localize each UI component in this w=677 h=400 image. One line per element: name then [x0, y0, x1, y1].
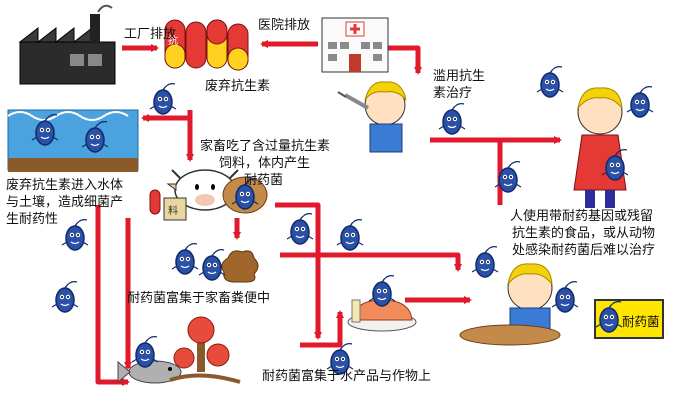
bacteria-icon: [51, 280, 79, 313]
bacteria-icon: [149, 82, 177, 115]
label-livestock-line3: 耐药菌: [244, 173, 284, 188]
arrow-water-down-left: [95, 205, 130, 386]
factory-icon: [18, 4, 116, 85]
label-livestock-line2: 饲料，体内产生: [219, 156, 311, 171]
legend-bacteria-icon: [594, 299, 664, 339]
bacteria-icon: [336, 218, 364, 251]
bacteria-icon: [171, 242, 199, 275]
arrow-abuse-to-human-split: [430, 140, 560, 205]
label-water-soil-line1: 废弃抗生素进入水体: [6, 178, 124, 193]
label-water-soil-line2: 与土壤，造成细菌产: [6, 195, 124, 210]
label-water-soil-line3: 生耐药性: [6, 212, 59, 227]
arrow-manure-to-food: [280, 252, 462, 272]
arrow-products-to-food: [300, 310, 344, 348]
label-abuse-line1: 滥用抗生: [433, 69, 486, 84]
person-syringe-icon: [337, 81, 407, 153]
arrow-livestock-to-food: [275, 202, 322, 340]
bacteria-icon: [438, 102, 466, 135]
feed-sack-icon: 料: [149, 189, 187, 221]
label-human-line2: 抗生素的食品，或从动物: [512, 226, 656, 241]
label-products: 耐药菌富集于水产品与作物上: [262, 369, 432, 384]
fish-icon: [117, 335, 182, 384]
eating-person-icon: [459, 245, 579, 346]
bacteria-icon: [286, 212, 314, 245]
label-abuse-line2: 素治疗: [433, 86, 473, 101]
pill-icon: 抗: [164, 19, 249, 71]
arrows: [95, 40, 560, 386]
pill-label: 抗: [168, 34, 178, 47]
manure-cloud-icon: [222, 176, 268, 214]
sick-person-icon: [536, 65, 654, 208]
apple-tree-icon: [169, 316, 241, 384]
water-soil-icon: [7, 109, 139, 172]
legend-label: 耐药菌: [622, 314, 660, 329]
feed-label: 料: [168, 204, 178, 217]
hospital-icon: [321, 17, 389, 73]
label-hospital: 医院排放: [258, 18, 311, 33]
label-human-line1: 人使用带耐药基因或残留: [510, 209, 654, 224]
manure-icon: [198, 248, 259, 283]
arrow-hospital-to-abuse: [388, 45, 422, 75]
label-livestock-line1: 家畜吃了含过量抗生素: [200, 139, 331, 154]
label-manure: 耐药菌富集于家畜粪便中: [127, 291, 271, 306]
label-human-line3: 处感染耐药菌后难以治疗: [512, 243, 656, 258]
bacteria-icon: [61, 218, 89, 251]
label-factory: 工厂排放: [124, 27, 177, 42]
food-icon: [347, 274, 417, 332]
label-waste-antibiotics: 废弃抗生素: [205, 79, 271, 94]
